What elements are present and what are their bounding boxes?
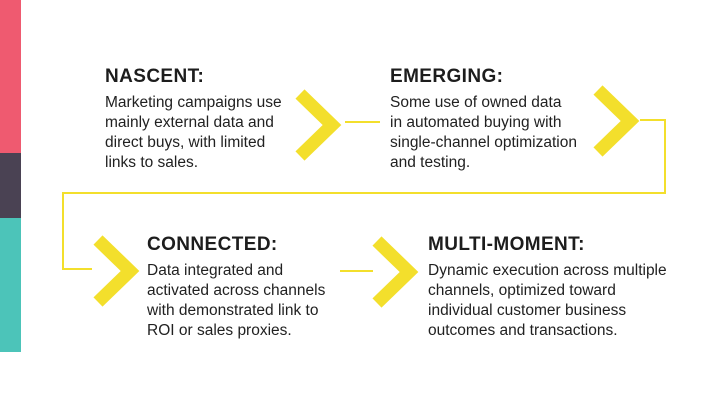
accent-bar-teal-segment (0, 218, 21, 352)
chevron-stroke (593, 85, 640, 157)
connector-line-segment (345, 121, 380, 123)
stage-emerging-title: EMERGING: (390, 66, 504, 87)
chevron-right-icon (295, 89, 342, 161)
stage-connected-description: Data integrated and activated across cha… (147, 262, 326, 339)
connector-line-segment (664, 119, 666, 194)
connector-line-segment (62, 192, 64, 270)
connector-line-segment (62, 192, 666, 194)
stage-nascent-title: NASCENT: (105, 66, 205, 87)
chevron-stroke (93, 235, 140, 307)
stage-emerging: EMERGING: Some use of owned data in auto… (390, 66, 635, 173)
connector-line-segment (640, 119, 666, 121)
chevron-stroke (295, 89, 342, 161)
chevron-right-icon (372, 236, 419, 308)
stage-multi-moment: MULTI-MOMENT: Dynamic execution across m… (428, 234, 700, 341)
chevron-stroke (372, 236, 419, 308)
stage-emerging-description: Some use of owned data in automated buyi… (390, 94, 577, 171)
stage-nascent-description: Marketing campaigns use mainly external … (105, 94, 282, 171)
connector-line-segment (340, 270, 373, 272)
stage-connected: CONNECTED: Data integrated and activated… (147, 234, 362, 341)
stage-multi-moment-description: Dynamic execution across multiple channe… (428, 262, 667, 339)
stage-nascent: NASCENT: Marketing campaigns use mainly … (105, 66, 310, 173)
stage-multi-moment-title: MULTI-MOMENT: (428, 234, 585, 255)
accent-bar-dark-segment (0, 153, 21, 218)
connector-line-segment (62, 268, 92, 270)
stage-connected-title: CONNECTED: (147, 234, 278, 255)
accent-bar-pink-segment (0, 0, 21, 153)
chevron-right-icon (93, 235, 140, 307)
chevron-right-icon (593, 85, 640, 157)
